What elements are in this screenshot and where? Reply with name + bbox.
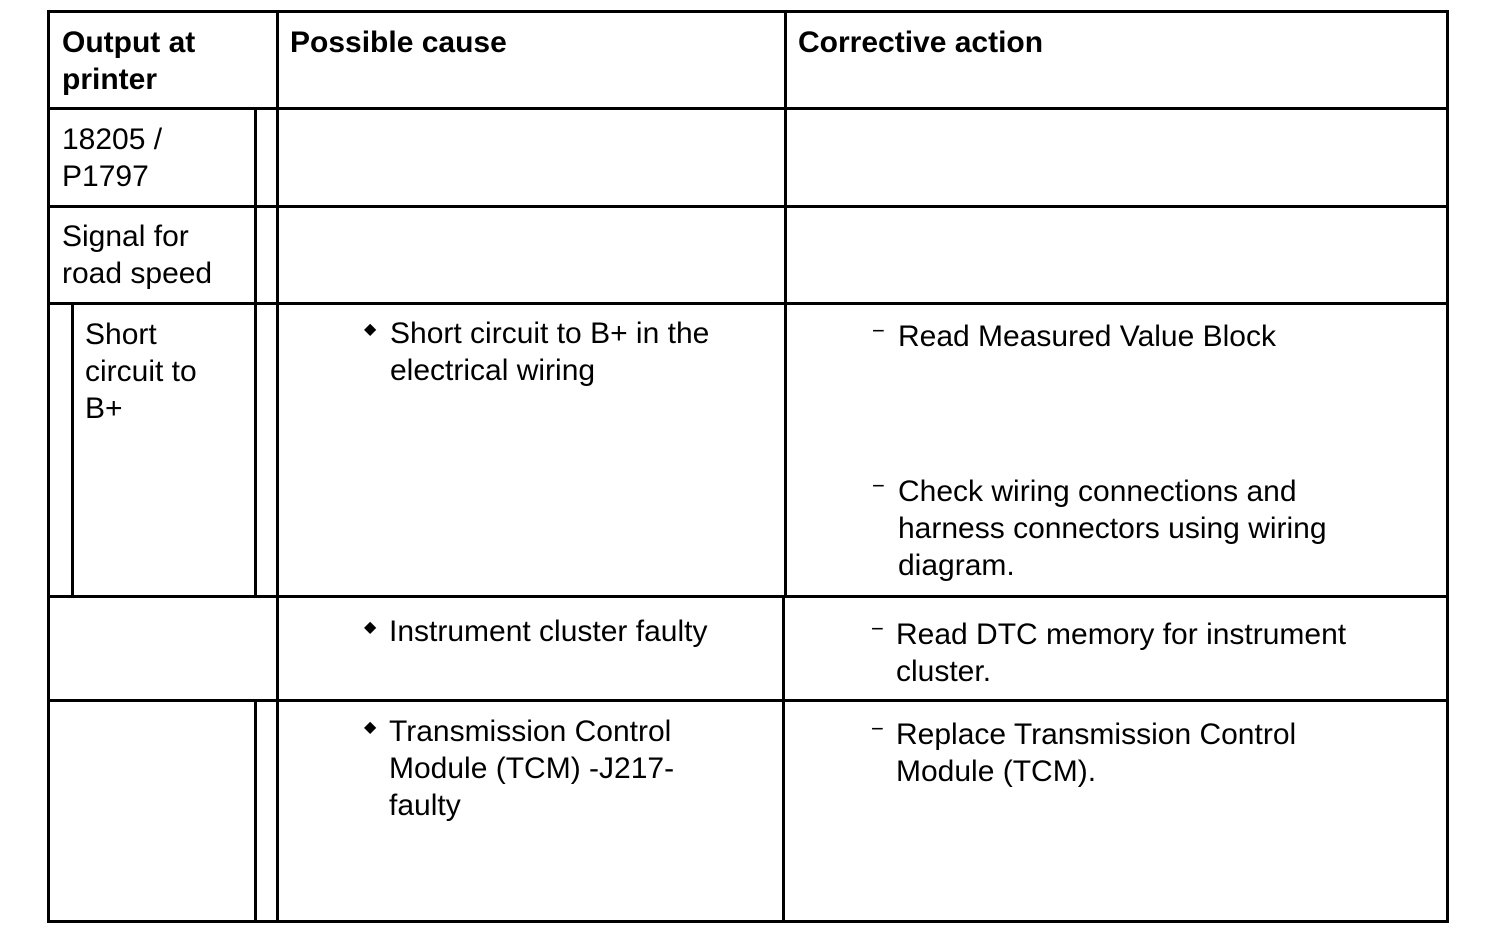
signal-label: Signal for road speed — [62, 220, 213, 290]
dash-marker-icon: − — [872, 318, 885, 343]
table-border-left — [47, 10, 50, 923]
table-border-top — [47, 10, 1449, 13]
cause-item: Instrument cluster faulty — [389, 615, 708, 648]
row-divider — [47, 595, 1449, 598]
fault-code: 18205 / P1797 — [62, 123, 163, 193]
action-item: Replace Transmission Control Module (TCM… — [896, 718, 1297, 788]
column-divider — [782, 597, 785, 923]
diamond-bullet-icon: ◆ — [364, 619, 377, 636]
cause-item: Short circuit to B+ in the electrical wi… — [390, 317, 710, 387]
header-output-at-printer: Output at printer — [62, 26, 196, 96]
nesting-line — [254, 107, 257, 597]
action-item: Check wiring connections and harness con… — [898, 475, 1327, 582]
row-divider — [47, 699, 1449, 702]
table-border-right — [1446, 10, 1449, 923]
row-divider — [47, 302, 1449, 305]
row-divider — [47, 107, 1449, 110]
dash-marker-icon: − — [871, 616, 884, 641]
dash-marker-icon: − — [871, 716, 884, 741]
column-divider — [784, 10, 787, 597]
column-divider — [276, 10, 279, 923]
diamond-bullet-icon: ◆ — [364, 719, 377, 736]
dash-marker-icon: − — [872, 473, 885, 498]
nesting-line — [71, 302, 74, 597]
action-item: Read Measured Value Block — [898, 320, 1276, 353]
condition-label: Short circuit to B+ — [85, 318, 197, 425]
table-border-bottom — [47, 920, 1449, 923]
row-divider — [47, 205, 1449, 208]
diamond-bullet-icon: ◆ — [364, 321, 377, 338]
header-corrective-action: Corrective action — [798, 26, 1044, 59]
header-possible-cause: Possible cause — [290, 26, 507, 59]
cause-item: Transmission Control Module (TCM) -J217-… — [389, 715, 675, 822]
action-item: Read DTC memory for instrument cluster. — [896, 618, 1347, 688]
nesting-line — [254, 699, 257, 923]
